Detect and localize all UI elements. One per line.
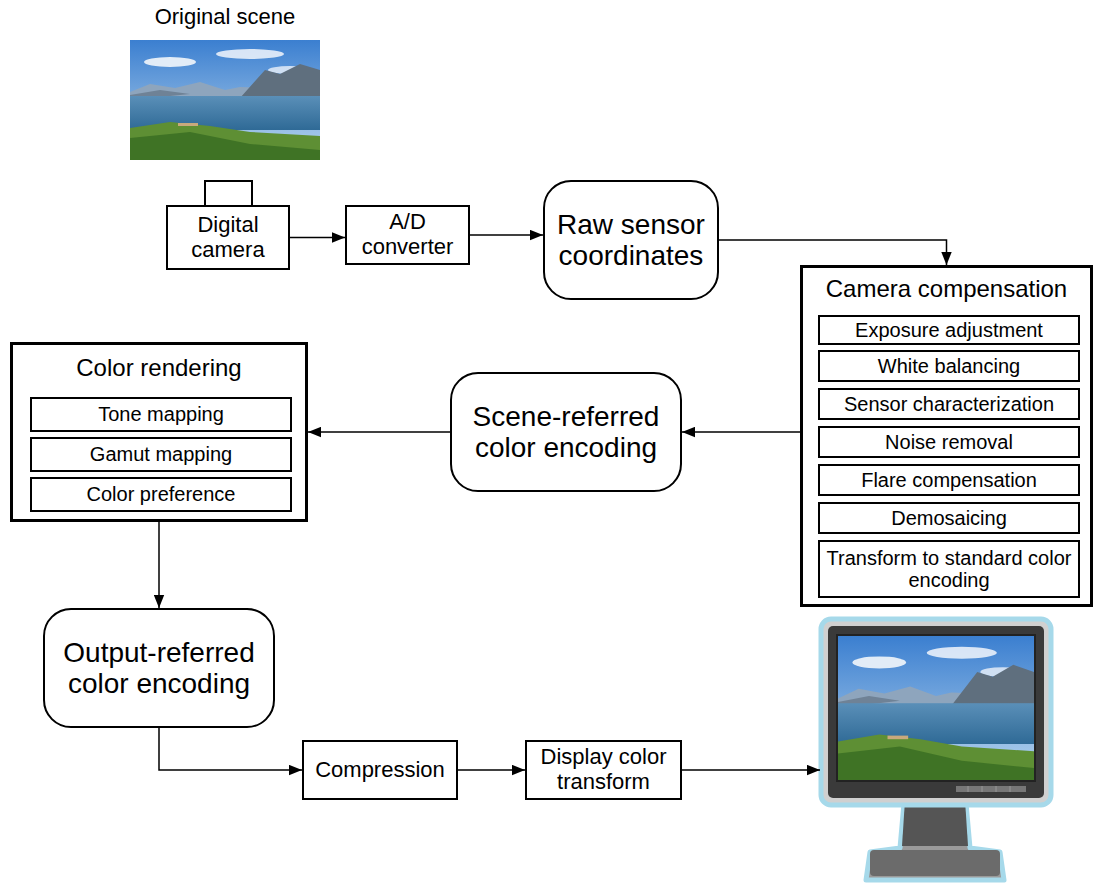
step-box: Tone mapping <box>30 397 292 432</box>
step-box: Noise removal <box>818 426 1080 458</box>
monitor-figure <box>821 619 1051 880</box>
rounded-box: Output-referred color encoding <box>43 608 275 728</box>
step-box: White balancing <box>818 350 1080 382</box>
step-box: Gamut mapping <box>30 437 292 472</box>
process-box: Compression <box>302 740 458 800</box>
box-text: Flare compensation <box>826 469 1072 491</box>
box-text: Exposure adjustment <box>826 319 1072 341</box>
box-text: Scene-referred color encoding <box>458 401 674 464</box>
group-heading: Color rendering <box>13 355 305 382</box>
box-text: Demosaicing <box>826 507 1072 529</box>
flow-arrow <box>158 522 160 608</box>
scene-photo <box>130 40 320 160</box>
group-box: Camera compensationExposure adjustmentWh… <box>800 265 1093 607</box>
output-arrow <box>680 769 820 771</box>
camera-viewfinder <box>205 181 252 206</box>
step-box: Flare compensation <box>818 464 1080 496</box>
box-text: Color preference <box>38 483 284 505</box>
box-text: Digital camera <box>174 213 282 262</box>
box-text: Compression <box>310 758 450 783</box>
rounded-box: Scene-referred color encoding <box>450 372 682 492</box>
process-box: Digital camera <box>166 205 290 270</box>
box-text: White balancing <box>826 355 1072 377</box>
box-text: Display color transform <box>533 745 674 794</box>
step-box: Color preference <box>30 477 292 512</box>
step-box: Exposure adjustment <box>818 315 1080 345</box>
flow-arrow <box>308 431 450 433</box>
step-box: Sensor characterization <box>818 388 1080 420</box>
flow-arrow <box>682 431 800 433</box>
box-text: Raw sensor coordinates <box>551 209 711 272</box>
box-text: Transform to standard color encoding <box>826 547 1072 592</box>
group-heading: Camera compensation <box>803 276 1090 303</box>
box-text: Output-referred color encoding <box>51 637 267 700</box>
rounded-box: Raw sensor coordinates <box>543 180 719 300</box>
flow-arrow <box>290 237 345 239</box>
step-box: Demosaicing <box>818 502 1080 534</box>
flow-arrow <box>458 769 525 771</box>
process-box: Display color transform <box>525 740 682 800</box>
box-text: A/D converter <box>353 210 462 259</box>
process-box: A/D converter <box>345 205 470 265</box>
flow-arrow <box>719 240 947 265</box>
flow-arrow <box>159 728 302 770</box>
step-box: Transform to standard color encoding <box>818 540 1080 598</box>
box-text: Noise removal <box>826 431 1072 453</box>
box-text: Tone mapping <box>38 403 284 425</box>
flow-arrow <box>470 234 543 236</box>
box-text: Sensor characterization <box>826 393 1072 415</box>
figure-caption: Original scene <box>155 4 296 30</box>
group-box: Color renderingTone mappingGamut mapping… <box>10 342 308 522</box>
box-text: Gamut mapping <box>38 443 284 465</box>
